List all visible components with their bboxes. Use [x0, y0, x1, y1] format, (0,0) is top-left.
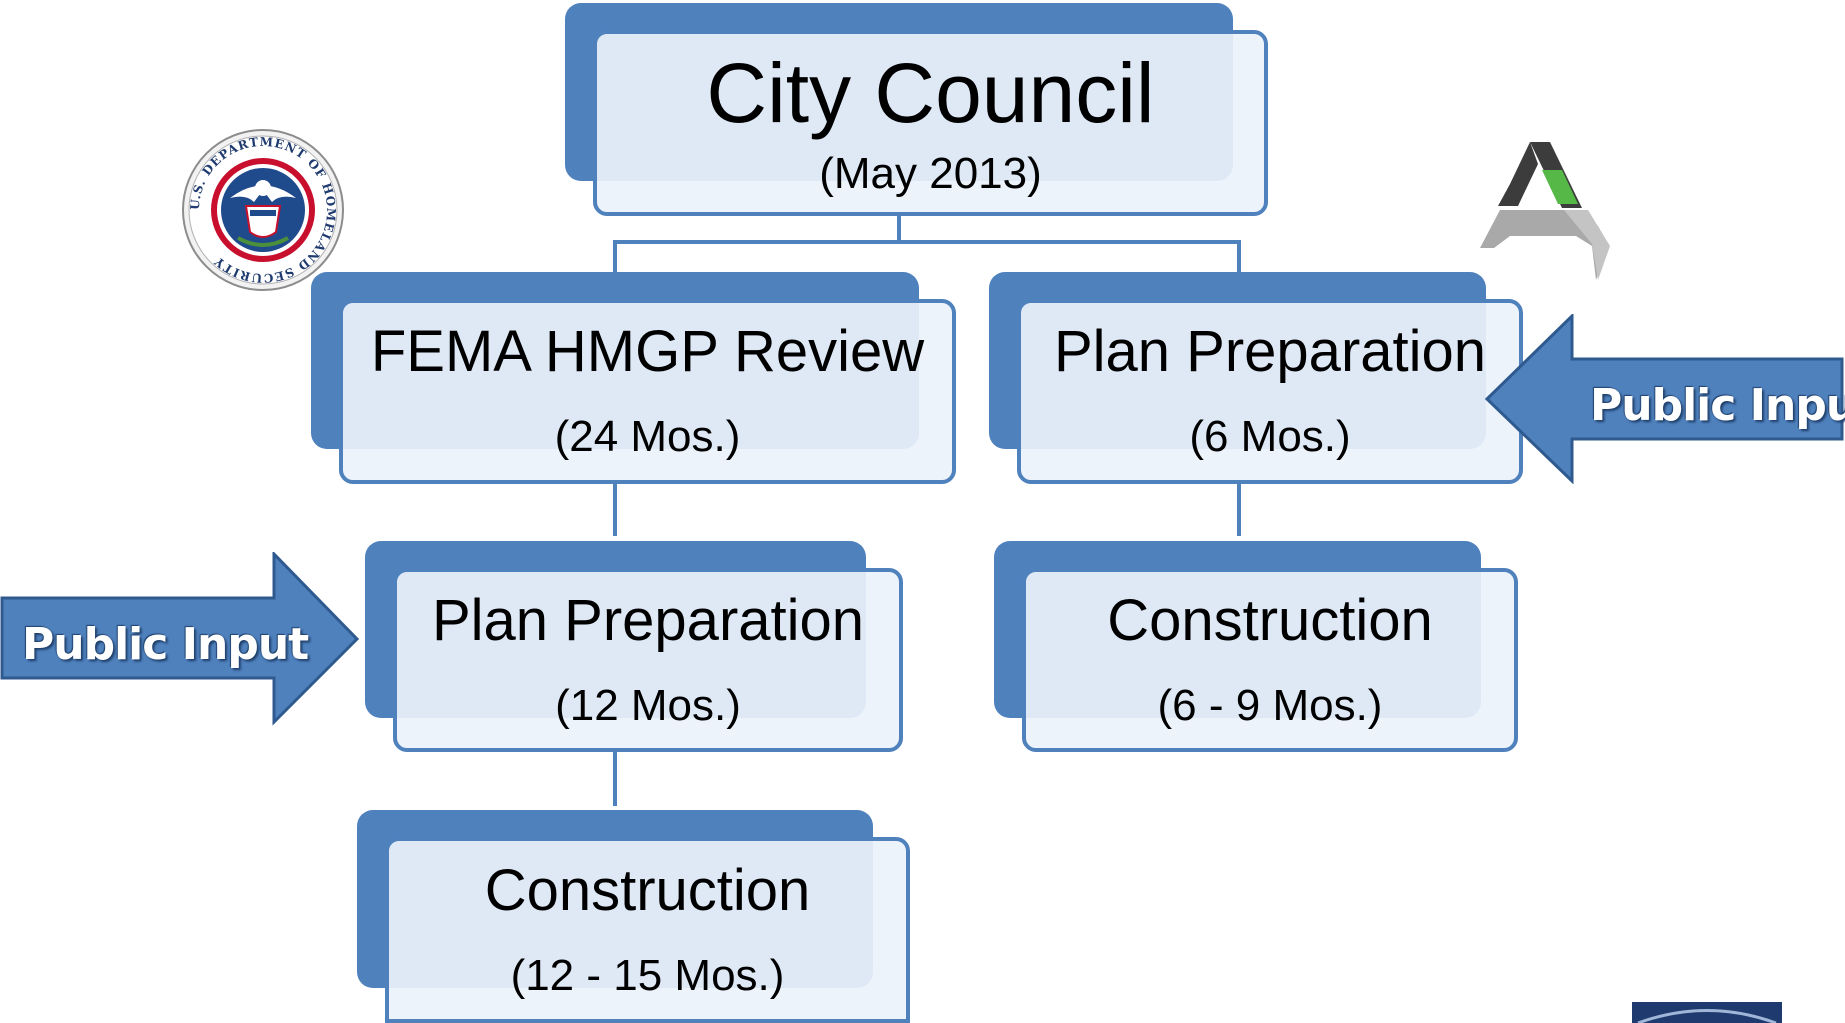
node-subtitle: (6 - 9 Mos.) [1157, 680, 1383, 730]
node-title: Plan Preparation [431, 587, 865, 653]
partial-logo-icon [1632, 1002, 1782, 1023]
public-input-arrow-left [0, 552, 360, 726]
node-title: City Council [706, 45, 1155, 140]
node-title: Construction [1107, 587, 1433, 653]
public-input-arrow-right [1484, 314, 1844, 484]
node-subtitle: (24 Mos.) [554, 412, 741, 462]
homeland-security-seal-icon: U.S. DEPARTMENT OF HOMELAND SECURITY [182, 129, 344, 291]
node-subtitle: (12 Mos.) [555, 680, 741, 730]
connector-right-drop [1237, 240, 1241, 272]
plan-preparation-left-node: Plan Preparation (12 Mos.) [365, 541, 903, 752]
connector-root-down [897, 214, 901, 242]
fema-hmgp-review-node: FEMA HMGP Review (24 Mos.) [311, 272, 956, 484]
construction-right-node: Construction (6 - 9 Mos.) [994, 541, 1518, 752]
node-title: FEMA HMGP Review [370, 319, 925, 385]
connector-left-2-3 [613, 752, 617, 806]
node-subtitle: (May 2013) [819, 148, 1042, 198]
public-input-label-left: Public Input [22, 619, 309, 670]
connector-right-1-2 [1237, 484, 1241, 536]
connector-root-horizontal [613, 240, 1241, 244]
connector-left-drop [613, 240, 617, 272]
node-title: Construction [484, 857, 811, 923]
plan-preparation-right-node: Plan Preparation (6 Mos.) [989, 272, 1523, 484]
connector-left-1-2 [613, 484, 617, 536]
node-subtitle: (6 Mos.) [1189, 412, 1351, 462]
node-subtitle: (12 - 15 Mos.) [510, 950, 785, 1000]
public-input-label-right: Public Input [1590, 380, 1845, 431]
node-title: Plan Preparation [1053, 319, 1487, 385]
city-council-node: City Council (May 2013) [565, 3, 1268, 216]
stylized-a-logo-icon [1480, 142, 1610, 280]
construction-left-node: Construction (12 - 15 Mos.) [357, 810, 910, 1023]
